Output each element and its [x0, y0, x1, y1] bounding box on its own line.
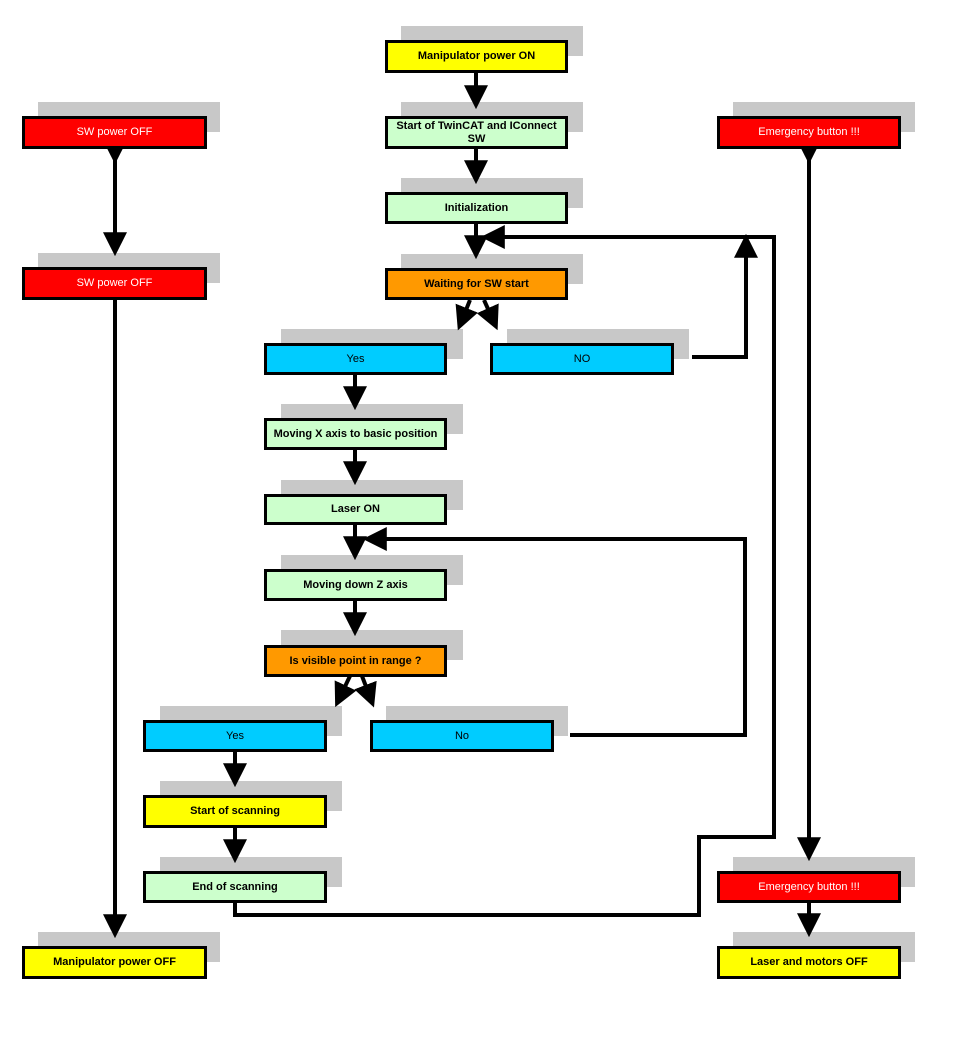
end-of-scanning-box: End of scanning	[143, 871, 327, 903]
sw-power-off-box: SW power OFF	[22, 116, 207, 149]
emergency-button-box: Emergency button !!!	[717, 871, 901, 903]
loop-arrow	[362, 527, 747, 737]
sw-power-off-box: SW power OFF	[22, 267, 207, 300]
emergency-button-box: Emergency button !!!	[717, 116, 901, 149]
laser-on-box: Laser ON	[264, 494, 447, 525]
initialization-box: Initialization	[385, 192, 568, 224]
moving-z-axis-box: Moving down Z axis	[264, 569, 447, 601]
yes-box: Yes	[143, 720, 327, 752]
manipulator-power-off-box: Manipulator power OFF	[22, 946, 207, 979]
visible-point-in-range-box: Is visible point in range ?	[264, 645, 447, 677]
arrow	[476, 299, 499, 331]
waiting-sw-start-box: Waiting for SW start	[385, 268, 568, 300]
manipulator-power-on-box: Manipulator power ON	[385, 40, 568, 73]
loop-arrow	[233, 225, 776, 917]
start-of-scanning-box: Start of scanning	[143, 795, 327, 828]
arrow	[354, 675, 377, 708]
laser-and-motors-off-box: Laser and motors OFF	[717, 946, 901, 979]
arrow	[455, 299, 478, 331]
start-twincat-box: Start of TwinCAT and IConnect SW	[385, 116, 568, 149]
no-box: No	[370, 720, 554, 752]
loop-arrow	[692, 233, 758, 359]
moving-x-axis-box: Moving X axis to basic position	[264, 418, 447, 450]
yes-box: Yes	[264, 343, 447, 375]
arrow	[334, 675, 357, 708]
no-box: NO	[490, 343, 674, 375]
